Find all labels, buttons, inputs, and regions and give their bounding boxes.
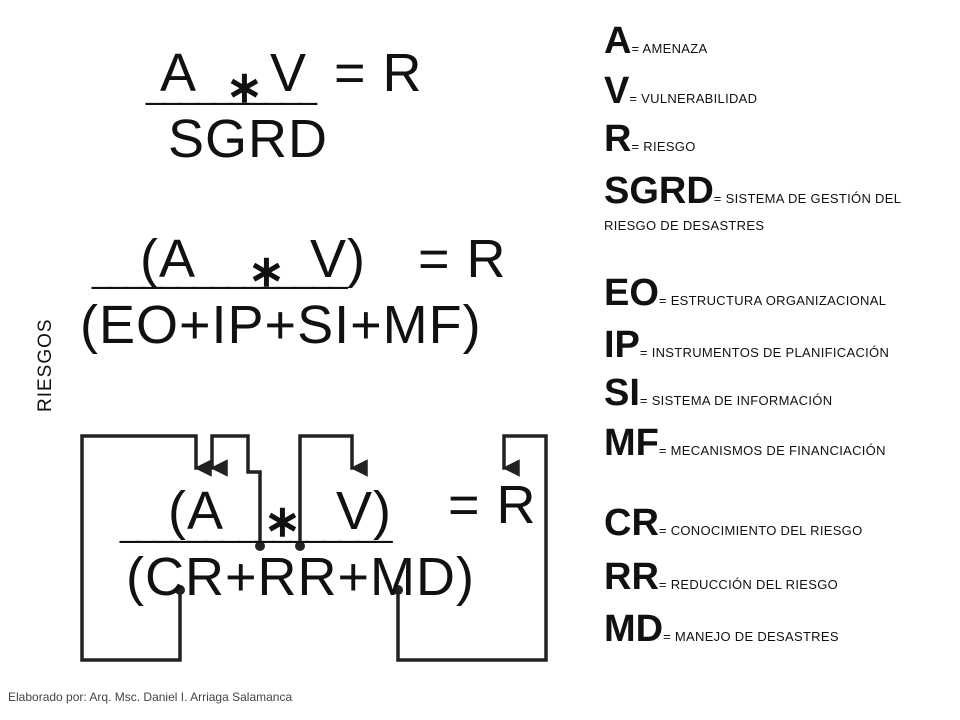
eq2-numerator-a: (A	[140, 229, 196, 289]
eq3-numerator-a: (A	[168, 481, 224, 541]
eq1-numerator-v: V	[270, 43, 308, 103]
loop-middle-wire	[298, 434, 368, 548]
legend-item-mf: MF= MECANISMOS DE FINANCIACIÓN	[604, 424, 886, 462]
eq3-multiply-symbol: ∗	[264, 497, 301, 546]
legend-key: RR	[604, 556, 659, 598]
legend-item-md: MD= MANEJO DE DESASTRES	[604, 610, 839, 648]
legend-desc: = CONOCIMIENTO DEL RIESGO	[658, 523, 863, 538]
legend-desc: = ESTRUCTURA ORGANIZACIONAL	[658, 293, 887, 308]
eq2-fraction-bar: _______________	[92, 252, 348, 290]
eq3-denominator: (CR+RR+MD)	[126, 547, 476, 607]
legend-item-rr: RR= REDUCCIÓN DEL RIESGO	[604, 558, 838, 596]
node-dot-md	[393, 585, 403, 595]
legend-sgrd-continuation: RIESGO DE DESASTRES	[604, 218, 765, 233]
legend-item-si: SI= SISTEMA DE INFORMACIÓN	[604, 374, 832, 412]
legend-desc: = RIESGO	[631, 139, 696, 154]
legend-key: SGRD	[604, 170, 714, 212]
eq2-result: = R	[418, 229, 507, 289]
loop-outer-right-wire	[396, 434, 548, 662]
legend-desc: = MANEJO DE DESASTRES	[663, 629, 839, 644]
eq3-numerator-v: V)	[336, 481, 392, 541]
eq1-multiply-symbol: ∗	[226, 63, 263, 112]
legend-key: A	[604, 20, 632, 62]
legend-key: MD	[604, 608, 664, 650]
legend-item-cr: CR= CONOCIMIENTO DEL RIESGO	[604, 504, 863, 542]
eq1-result: = R	[334, 43, 423, 103]
loop-outer-left-wire	[80, 434, 212, 662]
legend-desc: = INSTRUMENTOS DE PLANIFICACIÓN	[639, 345, 890, 360]
eq1-numerator-a: A	[160, 43, 198, 103]
eq1-fraction-bar: __________	[146, 68, 317, 106]
legend-key: V	[604, 70, 630, 112]
legend-item-r: R= RIESGO	[604, 120, 696, 158]
node-dot-cr	[175, 585, 185, 595]
eq1-denominator: SGRD	[168, 109, 329, 169]
eq2-multiply-symbol: ∗	[248, 247, 285, 296]
author-credit: Elaborado por: Arq. Msc. Daniel I. Arria…	[8, 690, 293, 704]
legend-key: SI	[604, 372, 640, 414]
eq2-denominator: (EO+IP+SI+MF)	[80, 295, 482, 355]
legend-desc: = REDUCCIÓN DEL RIESGO	[658, 577, 839, 592]
legend-item-sgrd: SGRD= SISTEMA DE GESTIÓN DEL	[604, 172, 901, 210]
eq2-numerator-v: V)	[310, 229, 366, 289]
eq3-result: = R	[448, 475, 537, 535]
legend-desc: = VULNERABILIDAD	[629, 91, 758, 106]
eq3-fraction-bar: ________________	[120, 506, 393, 544]
legend-desc: = SISTEMA DE INFORMACIÓN	[639, 393, 833, 408]
legend-desc: = SISTEMA DE GESTIÓN DEL	[713, 191, 902, 206]
node-dot-rr-right	[295, 541, 305, 551]
legend-item-eo: EO= ESTRUCTURA ORGANIZACIONAL	[604, 274, 886, 312]
loop-inner-left-wire	[210, 434, 262, 548]
legend-item-ip: IP= INSTRUMENTOS DE PLANIFICACIÓN	[604, 326, 889, 364]
node-dot-rr-left	[255, 541, 265, 551]
legend-key: EO	[604, 272, 659, 314]
legend-item-a: A= AMENAZA	[604, 22, 707, 60]
legend-key: CR	[604, 502, 659, 544]
legend-desc: = AMENAZA	[631, 41, 708, 56]
legend-key: IP	[604, 324, 640, 366]
legend-desc: = MECANISMOS DE FINANCIACIÓN	[658, 443, 886, 458]
legend-item-v: V= VULNERABILIDAD	[604, 72, 757, 110]
legend-key: R	[604, 118, 632, 160]
legend-key: MF	[604, 422, 659, 464]
